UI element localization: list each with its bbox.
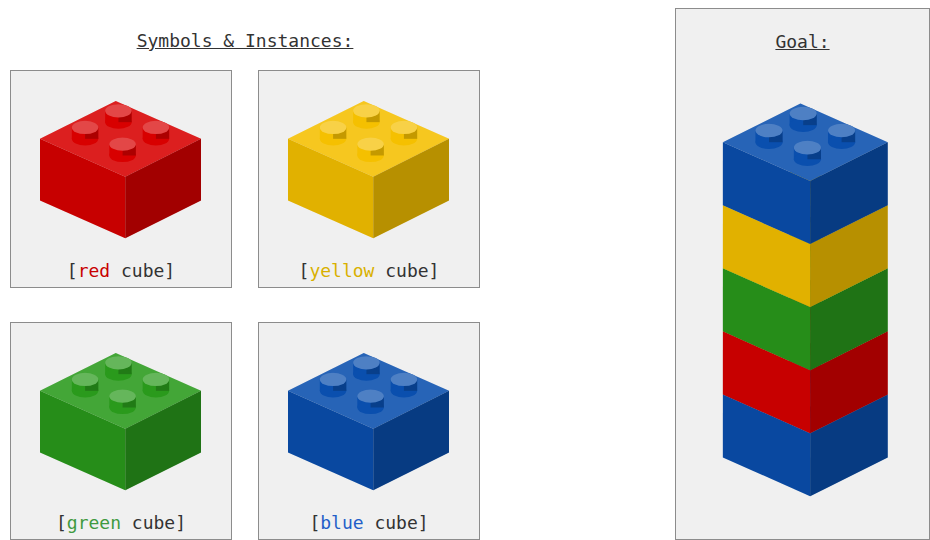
section-heading: Symbols & Instances: — [10, 30, 480, 51]
symbol-label: [yellow cube] — [299, 260, 440, 281]
symbol-label: [blue cube] — [309, 512, 428, 533]
instance-panel: [blue cube] — [258, 322, 480, 540]
goal-panel: Goal: — [675, 8, 930, 540]
instance-panel: [yellow cube] — [258, 70, 480, 288]
panel-heading: Goal: — [775, 31, 829, 52]
instance-panel: [green cube] — [10, 322, 232, 540]
symbol-label: [green cube] — [56, 512, 186, 533]
symbol-label: [red cube] — [67, 260, 175, 281]
instance-panel: [red cube] — [10, 70, 232, 288]
